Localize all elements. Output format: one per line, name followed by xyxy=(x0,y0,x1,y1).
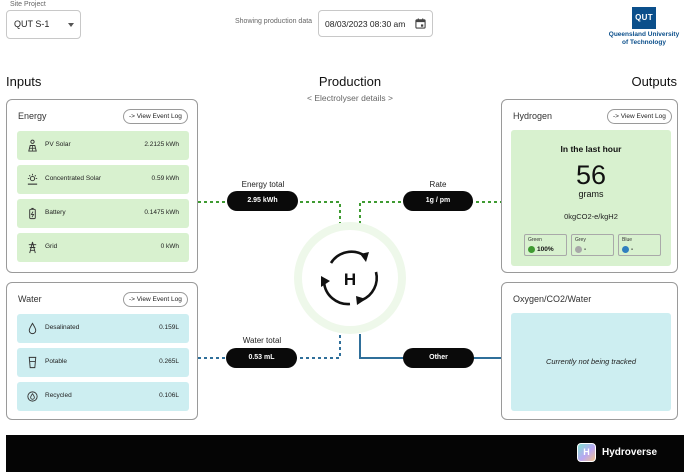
hydrogen-summary: In the last hour 56 grams 0kgCO2-e/kgH2 … xyxy=(511,130,671,266)
water-flow-line xyxy=(198,334,341,359)
grey-dot-icon xyxy=(575,246,582,253)
water-total-pill: 0.53 mL xyxy=(226,348,297,368)
water-drop-icon xyxy=(28,322,37,334)
energy-row-value: 0.59 kWh xyxy=(151,175,179,182)
energy-row-label: Grid xyxy=(45,243,58,250)
energy-row-label: PV Solar xyxy=(45,141,71,148)
site-project-value: QUT S-1 xyxy=(14,19,50,29)
chip-value: - xyxy=(631,246,634,253)
energy-row-concentrated-solar: Concentrated Solar 0.59 kWh xyxy=(17,165,189,194)
recycle-icon xyxy=(27,391,38,402)
hydrogen-period: In the last hour xyxy=(560,144,622,154)
qut-logo-mark: QUT xyxy=(632,7,656,29)
not-tracked-message: Currently not being tracked xyxy=(545,357,637,366)
inputs-heading: Inputs xyxy=(6,74,42,89)
energy-row-value: 0 kWh xyxy=(160,243,179,250)
battery-icon xyxy=(29,207,36,220)
chevron-down-icon xyxy=(68,23,74,27)
datetime-input[interactable]: 08/03/2023 08:30 am xyxy=(318,10,433,37)
oxygen-co2-water-panel: Oxygen/CO2/Water Currently not being tra… xyxy=(501,282,678,420)
sun-icon xyxy=(27,173,38,185)
energy-panel: Energy -> View Event Log PV Solar 2.2125… xyxy=(6,99,198,273)
outputs-heading: Outputs xyxy=(631,74,677,89)
water-row-desalinated: Desalinated 0.159L xyxy=(17,314,189,343)
site-project-label: Site Project xyxy=(9,1,47,8)
glass-icon xyxy=(28,356,37,369)
green-hydrogen-chip: Green 100% xyxy=(524,234,567,256)
site-project-select[interactable]: Site Project QUT S-1 xyxy=(6,1,81,39)
chip-value: - xyxy=(584,246,587,253)
hydrogen-title: Hydrogen xyxy=(513,111,553,121)
energy-row-pv-solar: PV Solar 2.2125 kWh xyxy=(17,131,189,160)
hydroverse-logo-icon: H xyxy=(577,443,596,462)
grey-hydrogen-chip: Grey - xyxy=(571,234,614,256)
showing-production-label: Showing production data xyxy=(235,18,313,25)
green-dot-icon xyxy=(528,246,535,253)
rate-pill: 1g / pm xyxy=(403,191,473,211)
other-status-box: Currently not being tracked xyxy=(511,313,671,411)
energy-view-event-log-button[interactable]: -> View Event Log xyxy=(123,109,188,124)
water-view-event-log-button[interactable]: -> View Event Log xyxy=(123,292,188,307)
hydroverse-logo-letter: H xyxy=(583,447,590,457)
water-row-value: 0.106L xyxy=(159,392,179,399)
water-panel: Water -> View Event Log Desalinated 0.15… xyxy=(6,282,198,420)
chip-label: Green xyxy=(528,237,542,243)
energy-row-label: Battery xyxy=(45,209,66,216)
blue-dot-icon xyxy=(622,246,629,253)
blue-hydrogen-chip: Blue - xyxy=(618,234,661,256)
chip-value: 100% xyxy=(537,246,554,253)
hydrogen-unit: grams xyxy=(578,189,604,199)
hydrogen-view-event-log-button[interactable]: -> View Event Log xyxy=(607,109,672,124)
qut-logo: QUT Queensland University of Technology xyxy=(606,7,682,49)
energy-row-value: 0.1475 kWh xyxy=(144,209,179,216)
hydrogen-amount: 56 xyxy=(575,160,607,190)
datetime-value: 08/03/2023 08:30 am xyxy=(325,19,406,29)
energy-flow-line xyxy=(198,201,341,224)
electrolyser-details-link[interactable]: < Electrolyser details > xyxy=(307,93,393,103)
calendar-icon[interactable] xyxy=(415,18,426,29)
hydrogen-panel: Hydrogen -> View Event Log In the last h… xyxy=(501,99,678,273)
other-title: Oxygen/CO2/Water xyxy=(513,294,592,304)
hydrogen-carbon-intensity: 0kgCO2-e/kgH2 xyxy=(564,212,618,221)
cycle-arrowheads xyxy=(321,252,369,305)
hydroverse-brand: Hydroverse xyxy=(602,447,658,458)
water-row-recycled: Recycled 0.106L xyxy=(17,382,189,411)
water-row-potable: Potable 0.265L xyxy=(17,348,189,377)
chip-label: Grey xyxy=(575,237,586,243)
solar-panel-icon xyxy=(28,139,37,152)
water-row-label: Potable xyxy=(45,358,68,365)
energy-title: Energy xyxy=(18,111,47,121)
qut-logo-line1: Queensland University xyxy=(608,31,680,38)
water-row-label: Recycled xyxy=(45,392,72,399)
other-pill: Other xyxy=(403,348,474,368)
production-heading: Production xyxy=(318,74,382,89)
energy-row-grid: Grid 0 kWh xyxy=(17,233,189,262)
chip-label: Blue xyxy=(622,237,633,243)
power-tower-icon xyxy=(28,241,37,254)
electrolyser-letter: H xyxy=(344,270,356,289)
energy-row-label: Concentrated Solar xyxy=(45,175,102,182)
energy-total-pill: 2.95 kWh xyxy=(227,191,298,211)
electrolyser-core xyxy=(302,230,398,326)
qut-logo-line2: of Technology xyxy=(622,38,666,46)
water-title: Water xyxy=(18,294,42,304)
rate-label: Rate xyxy=(429,180,447,189)
water-row-value: 0.159L xyxy=(159,324,179,331)
energy-row-value: 2.2125 kWh xyxy=(144,141,179,148)
water-total-label: Water total xyxy=(242,336,282,345)
water-row-label: Desalinated xyxy=(45,324,80,331)
energy-total-label: Energy total xyxy=(241,180,285,189)
water-row-value: 0.265L xyxy=(159,358,179,365)
energy-row-battery: Battery 0.1475 kWh xyxy=(17,199,189,228)
footer-bar: H Hydroverse xyxy=(6,435,684,472)
